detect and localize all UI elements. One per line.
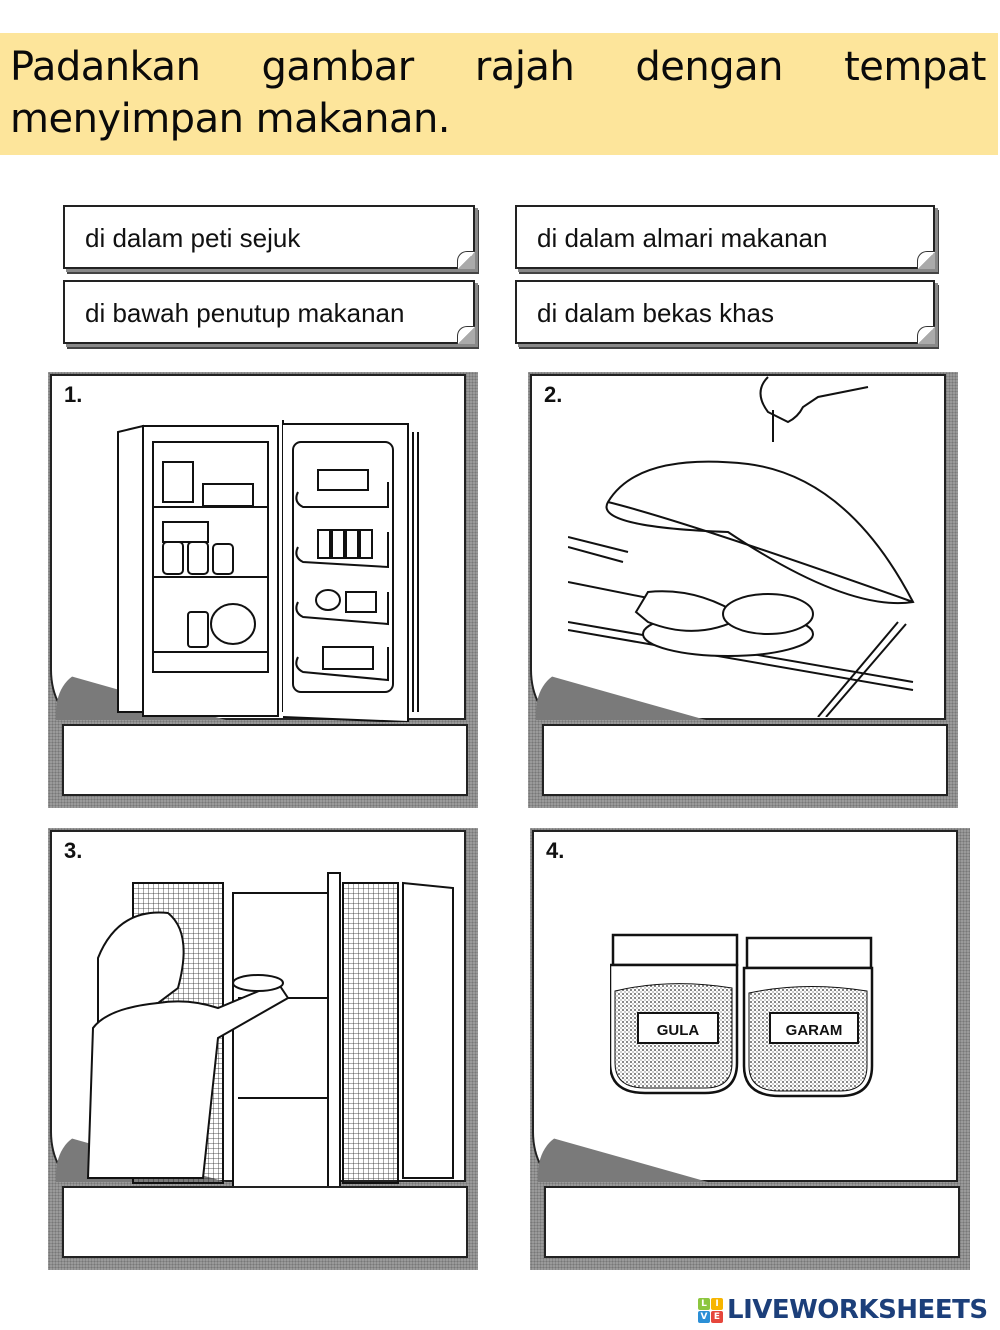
page-fold-icon: [457, 326, 475, 344]
panel-number: 3.: [64, 838, 83, 863]
answer-drop-box-3[interactable]: [62, 1186, 468, 1258]
live-tiles-icon: L I V E: [698, 1297, 723, 1323]
page-fold-icon: [917, 326, 935, 344]
label-text: di dalam almari makanan: [537, 223, 828, 253]
answer-drop-box-1[interactable]: [62, 724, 468, 796]
instruction-line-2: menyimpan makanan.: [10, 96, 451, 142]
answer-drop-box-2[interactable]: [542, 724, 948, 796]
jar-label-gula: GULA: [657, 1022, 700, 1039]
panel-number: 1.: [64, 382, 83, 407]
brand-name: LIVEWORKSHEETS: [727, 1295, 988, 1325]
picture-panel-1: 1.: [48, 372, 478, 808]
answer-drop-box-4[interactable]: [544, 1186, 960, 1258]
instruction-word: gambar: [261, 44, 415, 90]
tile-v: V: [698, 1310, 710, 1323]
liveworksheets-logo[interactable]: L I V E LIVEWORKSHEETS: [698, 1294, 988, 1326]
picture-panel-4: 4. GULA GARAM: [530, 828, 970, 1270]
instruction-word: Padankan: [10, 44, 201, 90]
label-card-bekas-khas[interactable]: di dalam bekas khas: [515, 280, 935, 344]
page-fold-icon: [457, 251, 475, 269]
instruction-line-1: Padankan gambar rajah dengan tempat: [10, 41, 986, 93]
label-card-peti-sejuk[interactable]: di dalam peti sejuk: [63, 205, 475, 269]
tile-e: E: [711, 1310, 723, 1323]
sugar-salt-jars-icon: GULA GARAM: [610, 933, 874, 1098]
label-text: di dalam peti sejuk: [85, 223, 301, 253]
panel-number: 4.: [546, 838, 565, 863]
label-card-penutup-makanan[interactable]: di bawah penutup makanan: [63, 280, 475, 344]
food-cover-fish-icon: [568, 376, 915, 717]
page-fold-icon: [917, 251, 935, 269]
label-text: di dalam bekas khas: [537, 298, 775, 328]
instruction-banner: Padankan gambar rajah dengan tempat meny…: [0, 33, 998, 155]
picture-panel-3: 3.: [48, 828, 478, 1270]
jar-label-garam: GARAM: [786, 1022, 843, 1039]
label-text: di bawah penutup makanan: [85, 298, 405, 328]
tile-l: L: [698, 1297, 710, 1310]
instruction-word: tempat: [844, 44, 986, 90]
girl-food-cabinet-icon: [86, 872, 454, 1188]
tile-i: I: [711, 1297, 723, 1310]
panel-number: 2.: [544, 382, 563, 407]
instruction-word: dengan: [635, 44, 784, 90]
refrigerator-icon: [117, 420, 419, 722]
picture-panel-2: 2.: [528, 372, 958, 808]
label-card-almari-makanan[interactable]: di dalam almari makanan: [515, 205, 935, 269]
instruction-word: rajah: [474, 44, 575, 90]
